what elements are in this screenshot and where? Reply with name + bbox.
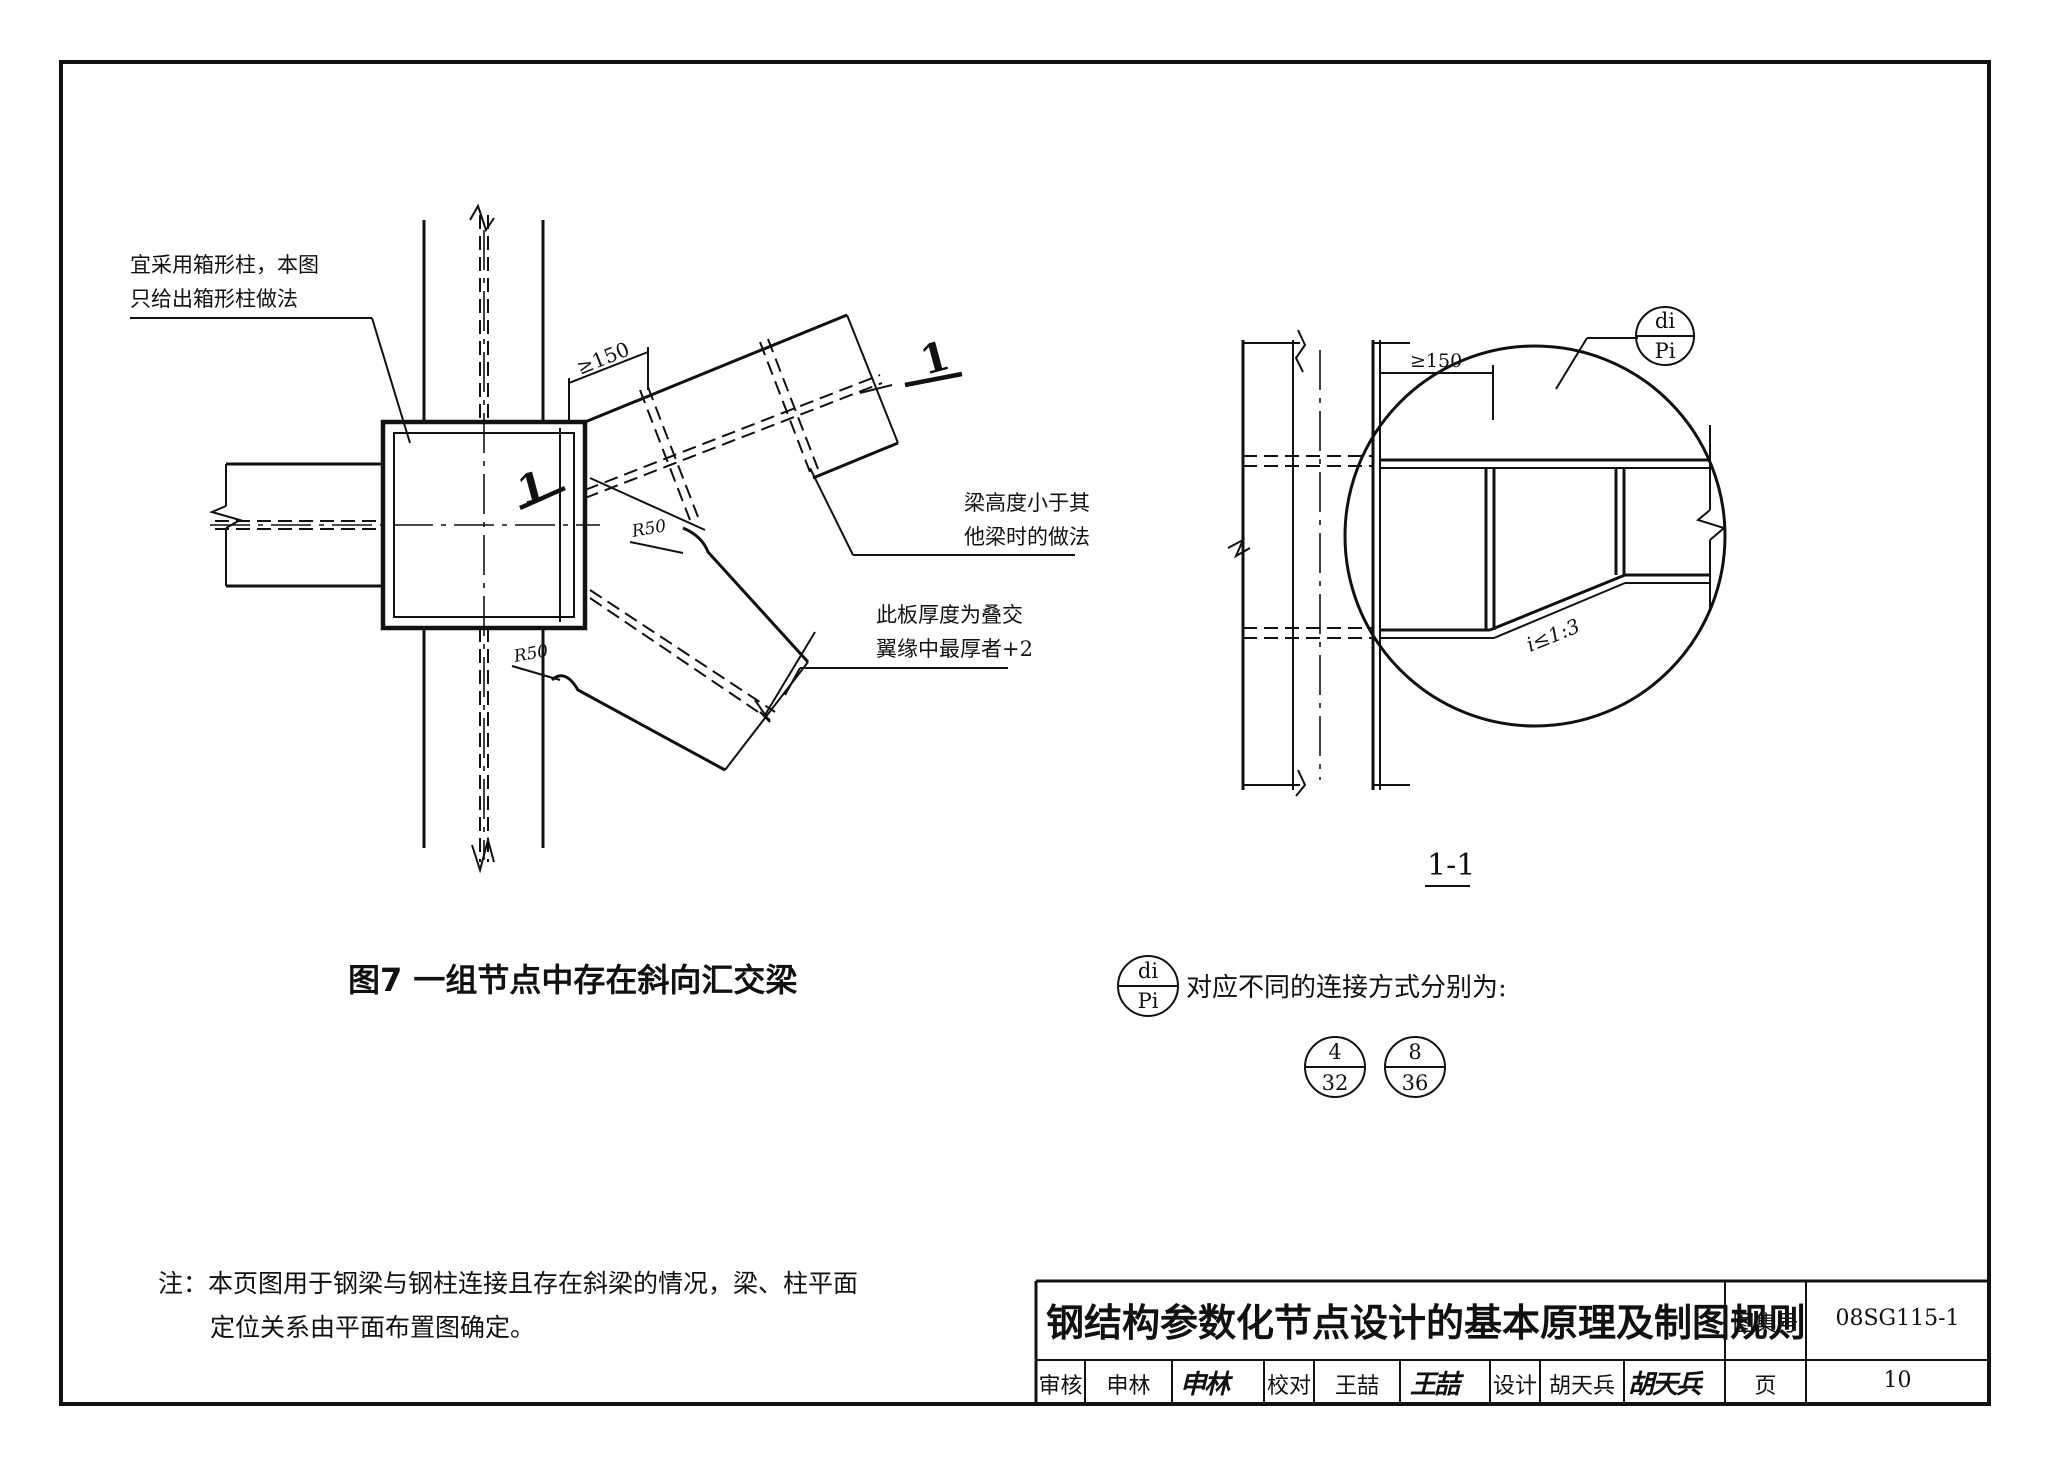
beam-height-note: 梁高度小于其 他梁时的做法 xyxy=(964,486,1090,554)
column-note-line-2: 只给出箱形柱做法 xyxy=(130,287,298,311)
bottom-note-line-1: 注：本页图用于钢梁与钢柱连接且存在斜梁的情况，梁、柱平面 xyxy=(158,1269,859,1298)
beam-height-note-line-1: 梁高度小于其 xyxy=(964,491,1090,515)
sheet-frame xyxy=(59,60,1991,1406)
plate-note-line-1: 此板厚度为叠交 xyxy=(876,603,1023,627)
dim-150-right: ≥150 xyxy=(1410,350,1462,372)
reviewer-name: 申林 xyxy=(1106,1374,1151,1399)
page-label: 页 xyxy=(1754,1374,1777,1399)
legend-text: 对应不同的连接方式分别为: xyxy=(1186,973,1507,1003)
legend-option-1-top: 4 xyxy=(1328,1040,1341,1064)
legend-symbol-bottom: Pi xyxy=(1138,989,1159,1013)
figure-caption: 图7 一组节点中存在斜向汇交梁 xyxy=(348,961,798,999)
atlas-number: 08SG115-1 xyxy=(1835,1306,1960,1331)
plate-note: 此板厚度为叠交 翼缘中最厚者+2 xyxy=(876,598,1033,666)
section-mark-1-left: 1 xyxy=(512,462,551,515)
section-title: 1-1 xyxy=(1427,848,1475,883)
designer-signature: 胡天兵 xyxy=(1628,1370,1702,1400)
beam-height-note-line-2: 他梁时的做法 xyxy=(964,525,1090,549)
legend-symbol-top: di xyxy=(1138,959,1158,983)
checker-signature: 王喆 xyxy=(1410,1370,1460,1400)
bottom-note-line-2: 定位关系由平面布置图确定。 xyxy=(210,1313,536,1342)
detail-symbol-bottom: Pi xyxy=(1655,339,1676,363)
section-mark-1-right: 1 xyxy=(915,332,954,385)
designer-name: 胡天兵 xyxy=(1548,1374,1615,1399)
section-1-1: ≥150 i≤1:3 di Pi 1-1 xyxy=(1227,306,1727,887)
title-block xyxy=(1034,1279,1989,1404)
radius-label-1: R50 xyxy=(629,516,668,542)
checker-name: 王喆 xyxy=(1334,1374,1379,1399)
detail-symbol-top: di xyxy=(1655,309,1675,333)
design-label: 设计 xyxy=(1492,1374,1537,1399)
bottom-note: 注：本页图用于钢梁与钢柱连接且存在斜梁的情况，梁、柱平面 定位关系由平面布置图确… xyxy=(158,1262,858,1350)
legend-symbols: di Pi 4 32 8 36 xyxy=(1117,955,1446,1098)
dim-150-left: ≥150 xyxy=(573,337,633,380)
column-note-line-1: 宜采用箱形柱，本图 xyxy=(130,253,319,277)
review-label: 审核 xyxy=(1038,1374,1083,1399)
legend-option-2-top: 8 xyxy=(1408,1040,1421,1064)
legend-option-1-bottom: 32 xyxy=(1322,1071,1349,1095)
column-note: 宜采用箱形柱，本图 只给出箱形柱做法 xyxy=(130,248,319,316)
legend-option-2-bottom: 36 xyxy=(1402,1071,1429,1095)
slope-label: i≤1:3 xyxy=(1523,614,1583,657)
check-label: 校对 xyxy=(1266,1374,1311,1399)
atlas-label: 图集号 xyxy=(1732,1312,1799,1337)
plate-note-line-2: 翼缘中最厚者+2 xyxy=(876,637,1033,661)
reviewer-signature: 申林 xyxy=(1180,1370,1230,1400)
page-number: 10 xyxy=(1883,1368,1912,1393)
sheet-title: 钢结构参数化节点设计的基本原理及制图规则 xyxy=(1046,1301,1807,1345)
